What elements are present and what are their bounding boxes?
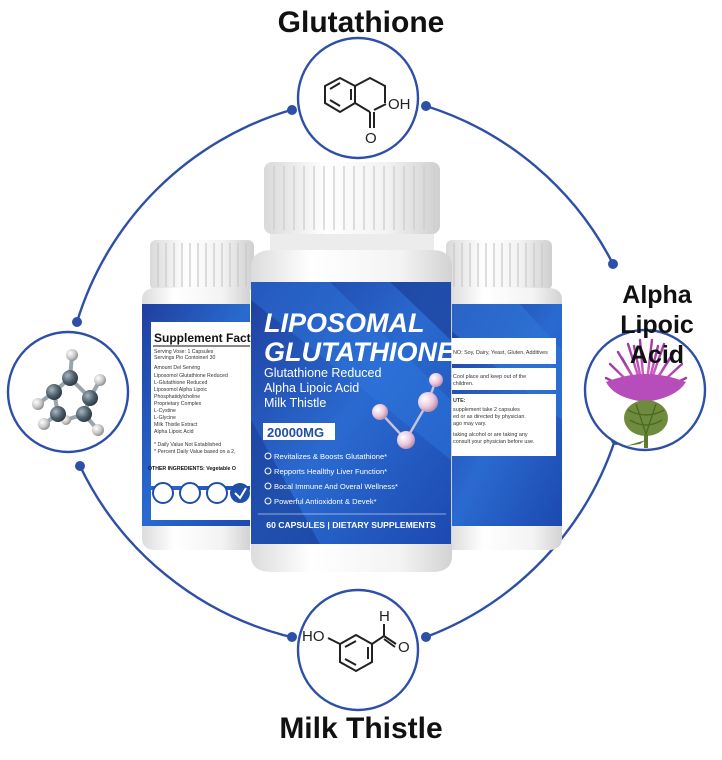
left-facts-rows: Serving Vose: 1 Capsules Servings Pio Co…	[148, 349, 236, 472]
left-supplement-facts-title: Supplement Fact	[154, 331, 251, 345]
left-other-ingredients: OTHER INGREDIENTS: Vegetable O	[148, 466, 236, 472]
front-footer: 60 CAPSULES | DIETARY SUPPLEMENTS	[266, 520, 436, 530]
front-title-line1: LIPOSOMAL	[264, 308, 425, 338]
right-label-text: NO: Soy, Dairy, Yeast, Gluten, Additives…	[453, 350, 548, 445]
label-glutathione: Glutathione	[277, 6, 445, 39]
molecule-model-icon	[32, 349, 106, 436]
left-row: Proprietary Complex	[154, 401, 202, 407]
benefit-item: Repports Heallthy Liver Function*	[274, 467, 387, 476]
left-row: Serving Vose: 1 Capsules	[154, 349, 214, 355]
left-row: Liposomol Glutathione Reduced	[154, 373, 228, 379]
bottom-h-text: H	[379, 608, 390, 625]
right-label-line: consult your physician before use.	[453, 439, 535, 445]
left-row: L-Glutathione Reduced	[154, 380, 207, 386]
label-alpha-lipoic-acid: Alpha Lipoic Acid	[620, 281, 694, 369]
right-label-line: NO: Soy, Dairy, Yeast, Gluten, Additives	[453, 350, 548, 356]
benefit-list: Revitalizes & Boosts Glutathione* Reppor…	[264, 452, 398, 506]
front-bottle	[251, 162, 452, 572]
right-label-line: ed or as directed by physician.	[453, 414, 526, 420]
front-ingredient-2: Alpha Lipoic Acid	[264, 381, 359, 395]
left-row: Servings Pio Contoinerl 30	[154, 355, 216, 361]
left-footnote-1: * Daily Value Not Established	[154, 442, 221, 448]
thistle-flower-icon	[604, 338, 688, 448]
left-badge-icons	[152, 482, 250, 504]
top-o-text: O	[365, 130, 377, 147]
node-glutathione	[296, 36, 420, 160]
benefit-item: Revitalizes & Boosts Glutathione*	[274, 452, 387, 461]
right-label-line: taking alcohol or are taking any	[453, 432, 528, 438]
front-title-line2: GLUTATHIONE	[264, 337, 456, 367]
left-row: Alpha Lipoic Acid	[154, 429, 194, 435]
bottom-ho-text: HO	[302, 628, 325, 645]
right-bottle	[446, 240, 562, 550]
benefit-item: Powerful Antioxidont & Devek*	[274, 497, 377, 506]
left-row: Milk Thistle Extract	[154, 422, 198, 428]
glutathione-structure-icon	[324, 76, 387, 128]
left-row: L-Glycine	[154, 415, 176, 421]
dose-badge	[263, 423, 335, 440]
node-molecule-model	[6, 330, 130, 454]
right-label-line: Cool place and keep out of the	[453, 374, 526, 380]
dose-text: 20000MG	[267, 425, 324, 440]
left-row: L-Cystine	[154, 408, 176, 414]
orbit-ring	[75, 104, 617, 639]
right-label-line: supplement take 2 capsules	[453, 407, 520, 413]
right-label-line: children.	[453, 381, 473, 387]
right-label-line: UTE:	[453, 398, 466, 404]
right-label-line: ago may vary.	[453, 421, 486, 427]
top-oh-text: OH	[388, 96, 411, 113]
left-footnote-2: * Percent Daily Value based on a 2,	[154, 449, 236, 455]
node-milk-thistle	[296, 588, 420, 712]
bottom-o-text: O	[398, 639, 410, 656]
left-row: Amount Del Serving	[154, 365, 200, 371]
milk-thistle-structure-icon	[327, 624, 397, 673]
front-ingredient-3: Milk Thistle	[264, 396, 326, 410]
label-milk-thistle: Milk Thistle	[279, 712, 443, 745]
front-ingredient-1: Glutathione Reduced	[264, 366, 381, 380]
left-row: Liposomol Alpha Lipoic	[154, 387, 207, 393]
left-row: Phosphatidylcholine	[154, 394, 200, 400]
benefit-item: Bocal Immune And Overal Wellness*	[274, 482, 398, 491]
